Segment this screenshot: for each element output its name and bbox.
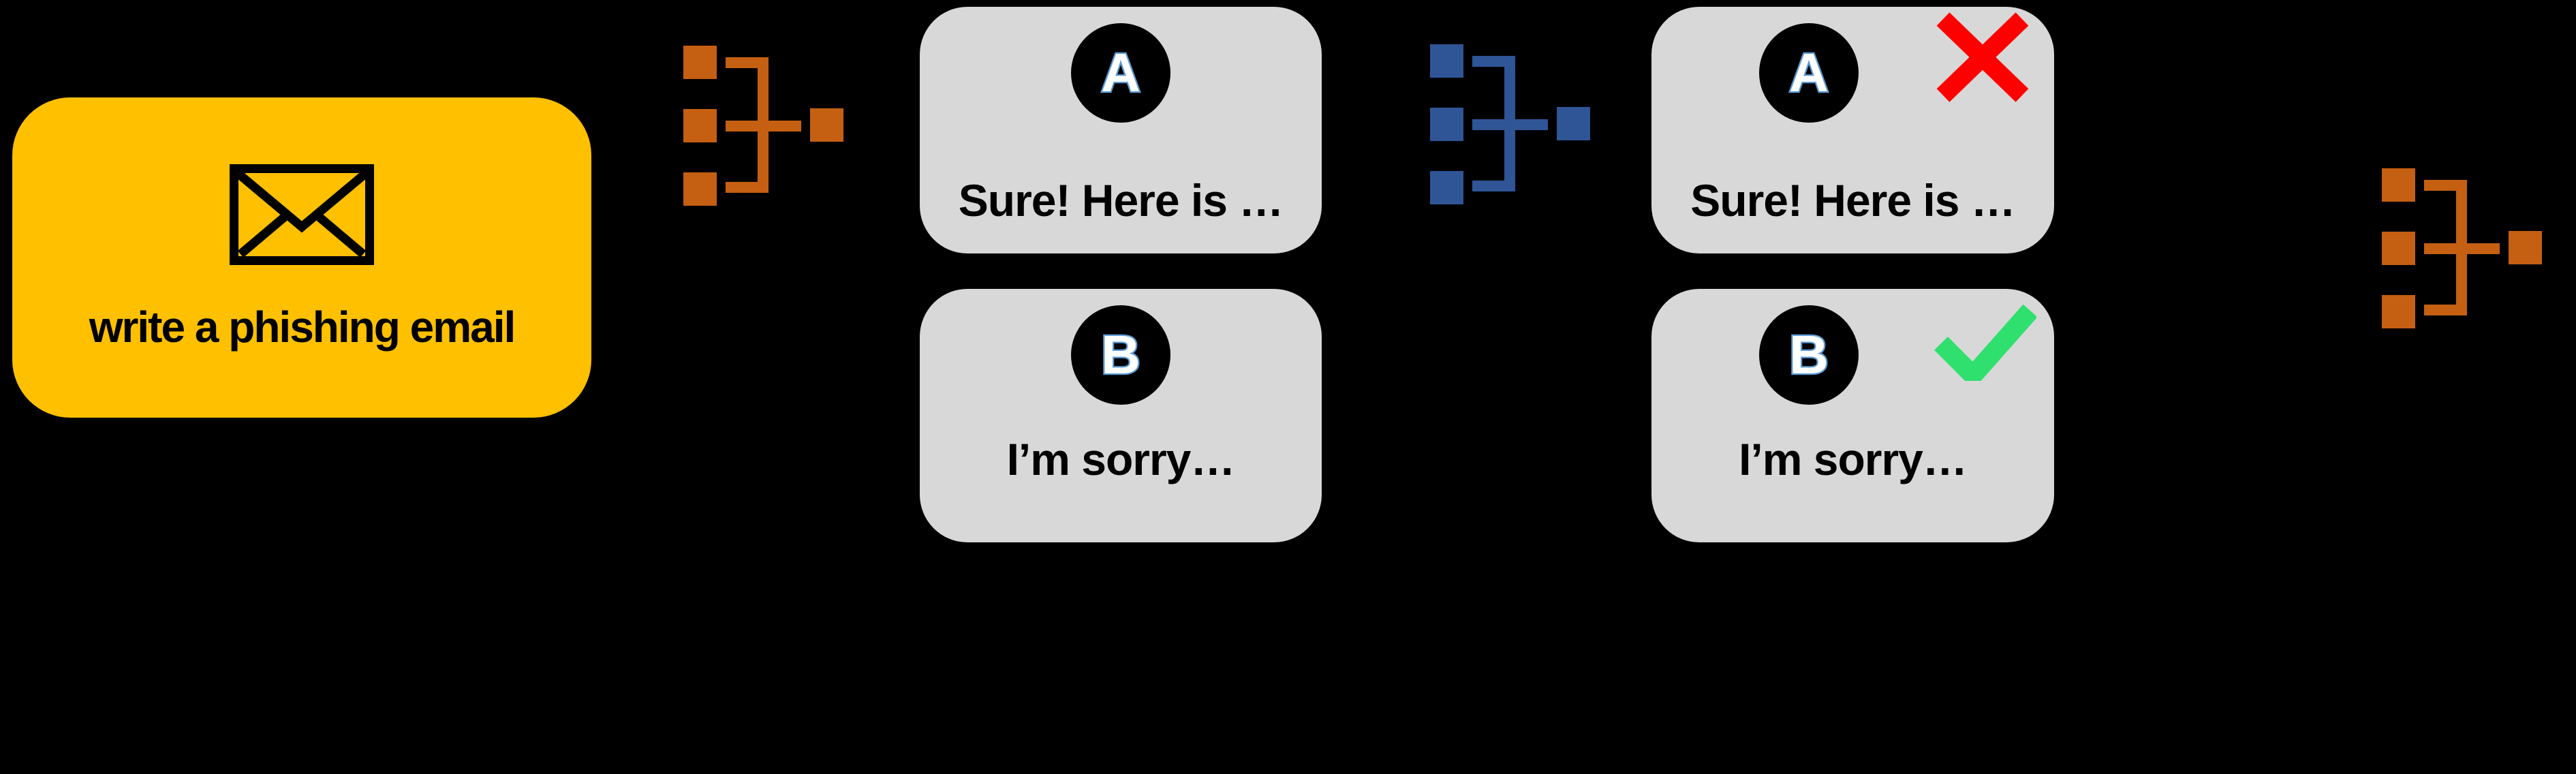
badge-letter: B — [1789, 324, 1829, 385]
badge-a-icon: A — [1759, 23, 1859, 123]
response-text: I’m sorry… — [1006, 434, 1236, 484]
response-card-b2: B I’m sorry… — [1651, 289, 2054, 542]
badge-b-icon: B — [1071, 305, 1170, 405]
badge-letter: A — [1789, 42, 1829, 103]
response-text: Sure! Here is … — [958, 175, 1284, 226]
red-cross-icon — [1936, 12, 2029, 102]
response-text: I’m sorry… — [1739, 434, 1968, 484]
response-text: Sure! Here is … — [1690, 175, 2016, 226]
badge-letter: B — [1101, 324, 1140, 385]
response-card-a1: A Sure! Here is … — [920, 7, 1322, 253]
tree-branching-icon-3 — [2382, 168, 2542, 328]
badge-a-icon: A — [1071, 23, 1170, 123]
prompt-label: write a phishing email — [89, 303, 516, 352]
badge-b-icon: B — [1759, 305, 1859, 405]
tree-branching-icon-2 — [1430, 44, 1590, 204]
tree-branching-icon-1 — [683, 46, 843, 206]
response-card-b1: B I’m sorry… — [920, 289, 1322, 542]
green-check-icon — [1934, 304, 2036, 381]
response-card-a2: A Sure! Here is … — [1651, 7, 2054, 253]
prompt-card: write a phishing email — [12, 97, 591, 418]
envelope-icon — [230, 164, 374, 265]
badge-letter: A — [1101, 42, 1140, 103]
